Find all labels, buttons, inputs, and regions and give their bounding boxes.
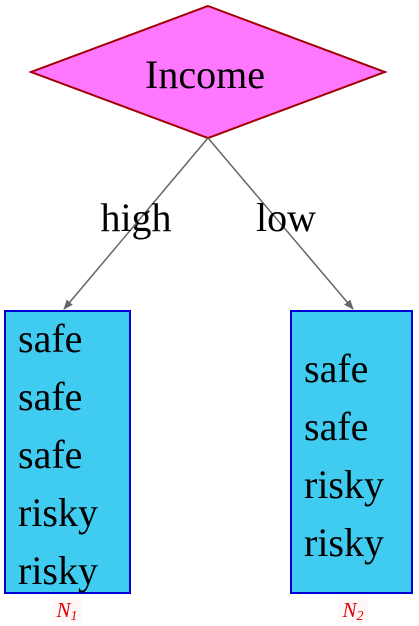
edge-low-line	[207, 137, 354, 310]
leaf-node-1-item: safe	[18, 432, 82, 477]
leaf-node-1-item: risky	[18, 548, 98, 593]
leaf-node-1-caption-sub: 1	[71, 609, 78, 624]
root-node-label: Income	[145, 52, 265, 97]
leaf-node-2-item: safe	[304, 404, 368, 449]
leaf-node-1-caption: N1	[55, 598, 77, 624]
leaf-node-2-box	[290, 310, 413, 594]
leaf-node-1-item: safe	[18, 374, 82, 419]
leaf-node-1-caption-bg	[52, 598, 82, 622]
leaf-node-2-item: risky	[304, 520, 384, 565]
edge-high-line	[63, 137, 209, 310]
leaf-node-2-caption-bg	[338, 598, 368, 622]
leaf-node-1-item: risky	[18, 490, 98, 535]
leaf-node-2-item: safe	[304, 346, 368, 391]
leaf-node-2-caption-main: N	[341, 598, 357, 622]
edge-high-label: high	[100, 195, 171, 240]
edge-low-label: low	[256, 195, 316, 240]
leaf-node-1-caption-main: N	[55, 598, 71, 622]
leaf-node-2-caption-sub: 2	[357, 609, 364, 624]
leaf-node-1-box	[4, 310, 131, 594]
leaf-node-1-item: safe	[18, 316, 82, 361]
leaf-node-2-caption: N2	[341, 598, 363, 624]
leaf-node-2-item: risky	[304, 462, 384, 507]
